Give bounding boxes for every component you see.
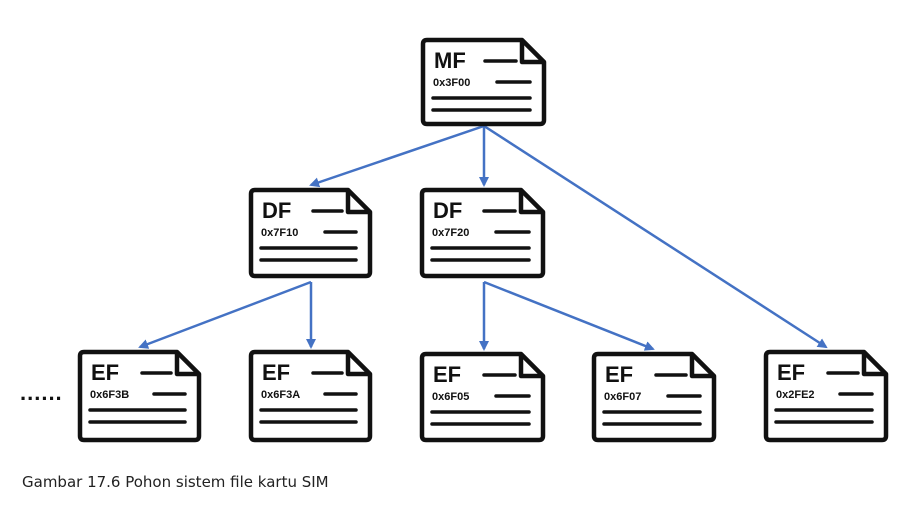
node-address-label: 0x3F00 — [433, 77, 470, 89]
node-address-label: 0x6F05 — [432, 391, 469, 403]
edge-df1-ef1 — [138, 280, 312, 349]
node-type-label: EF — [605, 362, 633, 387]
ellipsis-text: ...... — [20, 380, 63, 405]
node-address-label: 0x6F3B — [90, 389, 129, 401]
page-fold-icon — [519, 40, 544, 65]
file-node-ef5: EF 0x2FE2 — [763, 349, 889, 443]
edge-mf-df1 — [309, 124, 485, 188]
node-type-label: EF — [262, 360, 290, 385]
file-node-ef2: EF 0x6F3A — [248, 349, 373, 443]
edge-df2-ef4 — [483, 280, 655, 351]
node-address-label: 0x6F3A — [261, 389, 300, 401]
page-fold-icon — [345, 352, 370, 377]
node-type-label: MF — [434, 48, 466, 73]
page-fold-icon — [518, 354, 543, 379]
node-type-label: EF — [433, 362, 461, 387]
node-type-label: EF — [777, 360, 805, 385]
file-node-ef1: EF 0x6F3B — [77, 349, 202, 443]
file-node-df1: DF 0x7F10 — [248, 187, 373, 279]
page-fold-icon — [345, 190, 370, 215]
file-node-mf: MF 0x3F00 — [420, 37, 547, 127]
node-type-label: DF — [433, 198, 462, 223]
page-fold-icon — [861, 352, 886, 377]
page-fold-icon — [518, 190, 543, 215]
edge-mf-ef5 — [483, 124, 828, 349]
page-fold-icon — [174, 352, 199, 377]
figure-caption: Gambar 17.6 Pohon sistem file kartu SIM — [22, 473, 329, 491]
file-node-ef3: EF 0x6F05 — [419, 351, 546, 443]
node-address-label: 0x7F20 — [432, 227, 469, 239]
file-node-df2: DF 0x7F20 — [419, 187, 546, 279]
node-type-label: DF — [262, 198, 291, 223]
page-fold-icon — [689, 354, 714, 379]
node-address-label: 0x6F07 — [604, 391, 641, 403]
edges — [138, 124, 828, 351]
node-type-label: EF — [91, 360, 119, 385]
node-address-label: 0x2FE2 — [776, 389, 815, 401]
node-address-label: 0x7F10 — [261, 227, 298, 239]
file-node-ef4: EF 0x6F07 — [591, 351, 717, 443]
